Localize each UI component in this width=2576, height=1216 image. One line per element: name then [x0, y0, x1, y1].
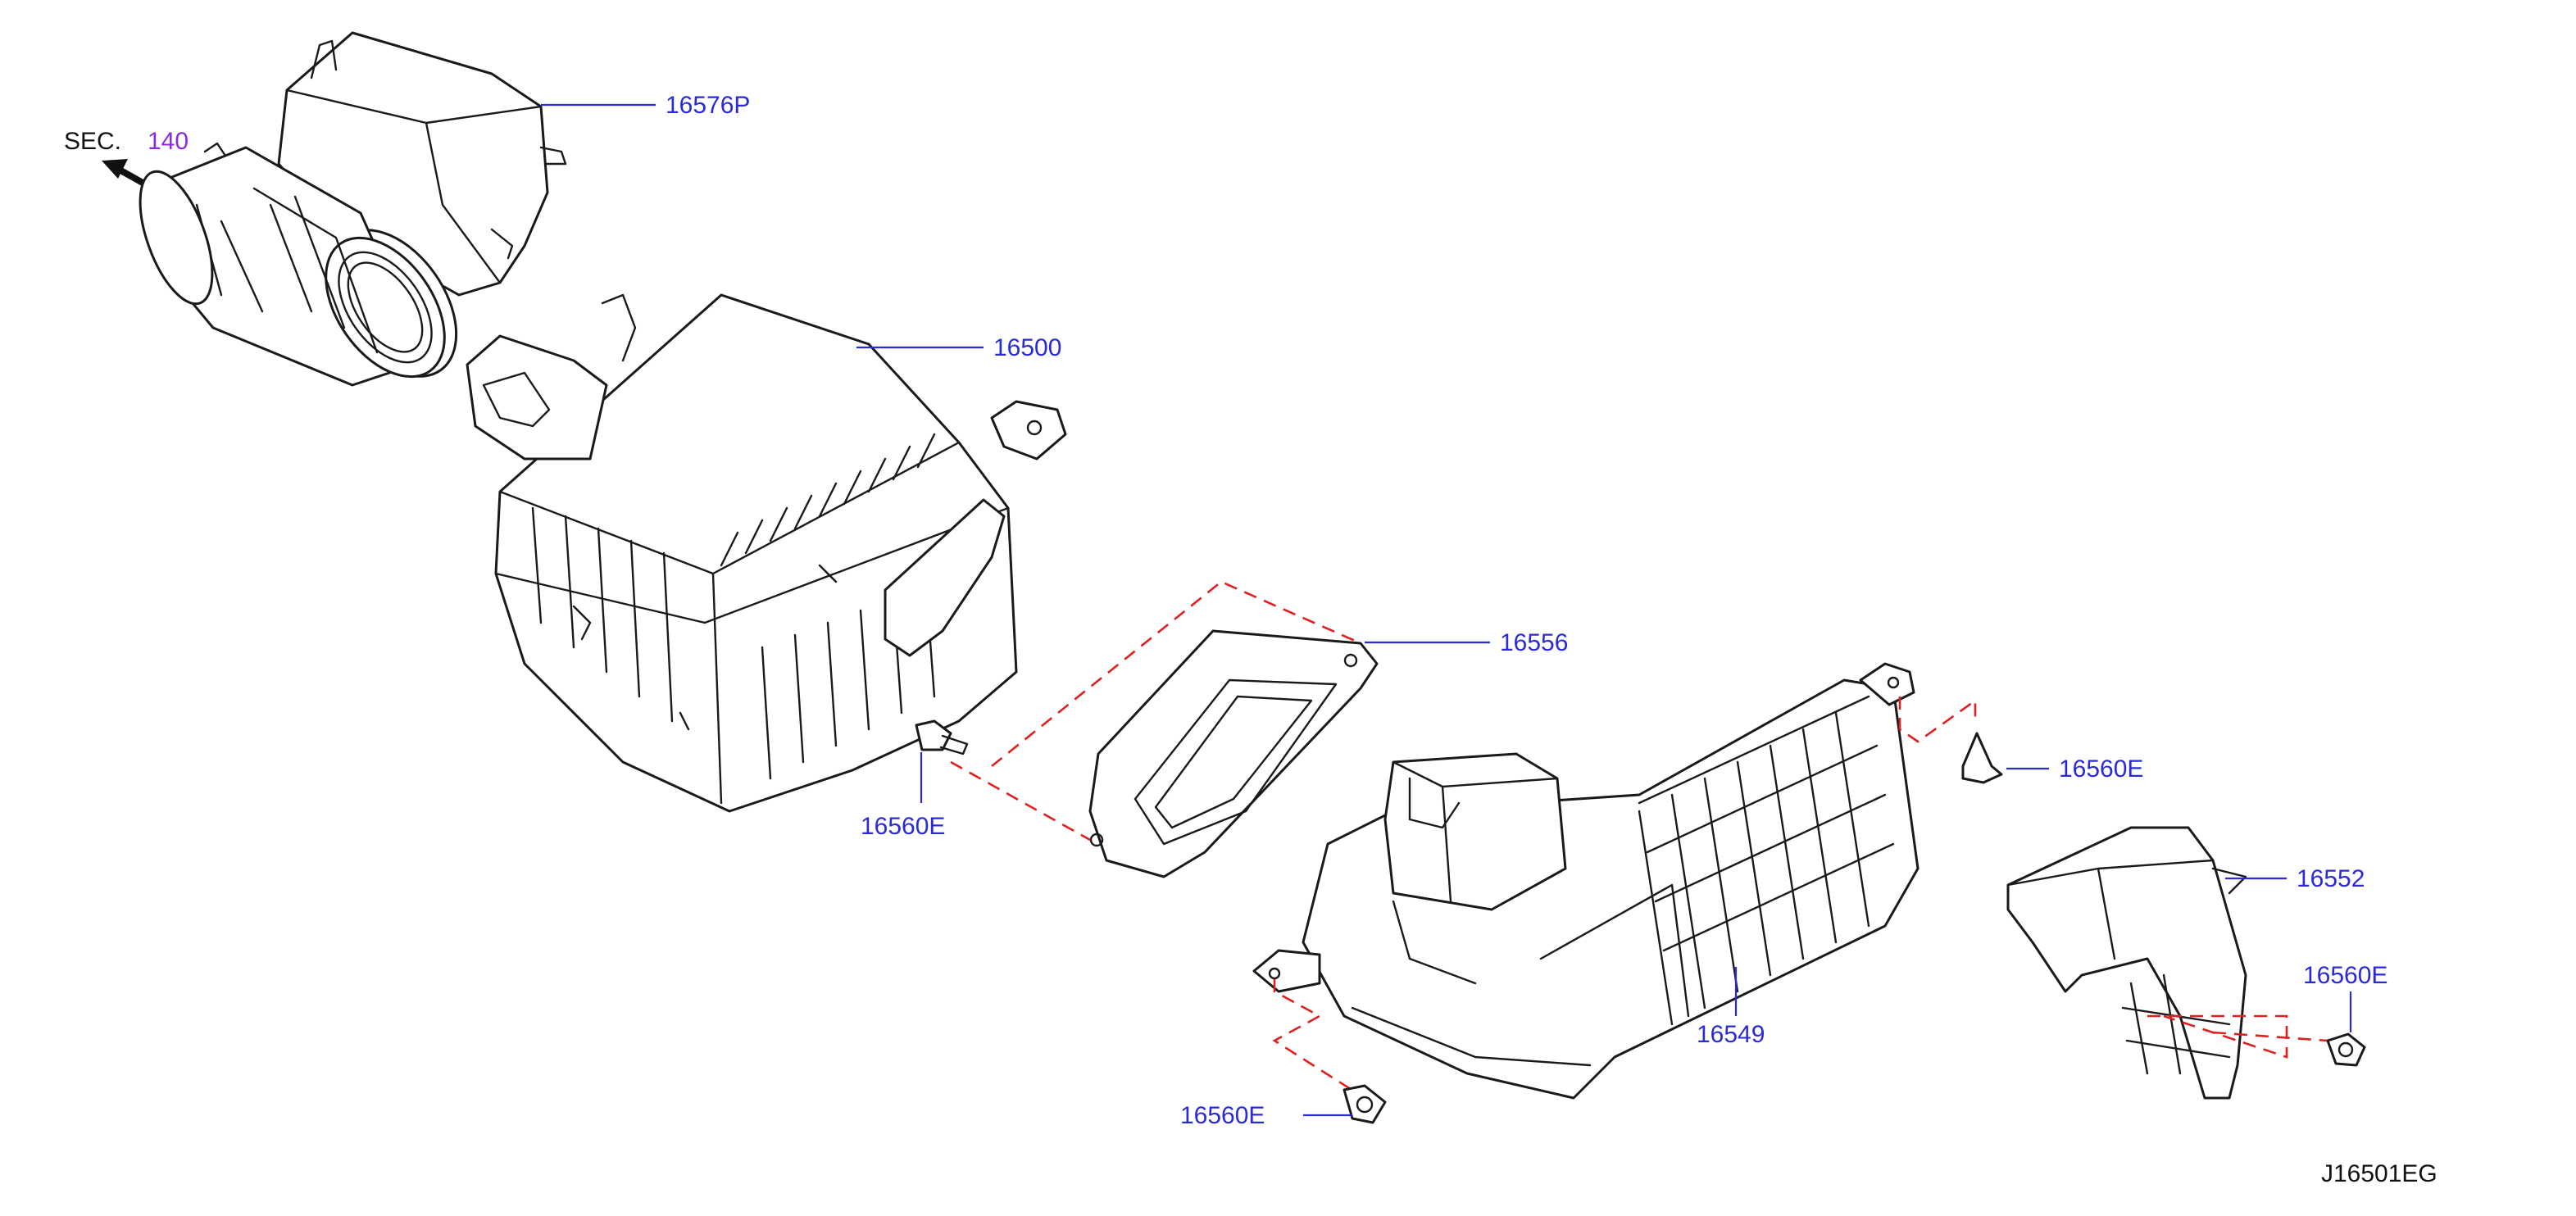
callout-clip-left: 16560E [861, 813, 945, 840]
clip-right-bottom: 16560E [2303, 962, 2387, 1067]
clip-right-top: 16560E [1961, 732, 2143, 784]
callout-inlet-duct: 16549 [1697, 1021, 1765, 1048]
callout-clip-bottom: 16560E [1180, 1102, 1265, 1129]
section-prefix: SEC. [64, 128, 121, 155]
section-number: 140 [148, 128, 189, 155]
callout-clip-right-top: 16560E [2059, 755, 2143, 783]
drawing-code: J16501EG [2321, 1160, 2437, 1187]
resonator-assembly: 16576P [139, 31, 750, 387]
air-cleaner-body: 16500 [466, 293, 1067, 813]
callout-resonator: 16576P [666, 92, 750, 119]
callout-duct-cover: 16552 [2297, 865, 2365, 892]
callout-air-cleaner: 16500 [993, 334, 1061, 361]
callout-duct-seal: 16556 [1500, 629, 1568, 656]
clip-bottom: 16560E [1180, 1084, 1387, 1129]
duct-seal: 16556 [950, 580, 1568, 878]
callout-clip-right-bottom: 16560E [2303, 962, 2387, 989]
duct-cover: 16552 [2006, 826, 2365, 1100]
clip-left: 16560E [861, 719, 969, 840]
inlet-duct: 16549 [1252, 662, 1977, 1100]
